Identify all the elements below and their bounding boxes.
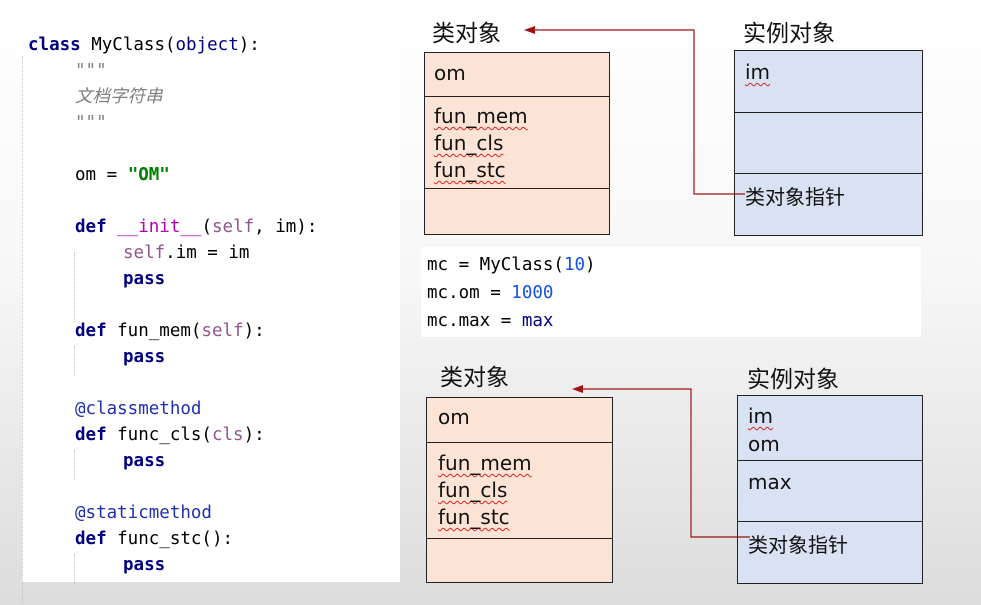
code-line-mem-def: def fun_mem(self): xyxy=(75,318,265,344)
top-class-pointer-arrow xyxy=(524,26,745,195)
indent-guide xyxy=(74,252,75,322)
code-text: ): xyxy=(238,35,260,55)
code-line-docstring-close: """ xyxy=(75,113,107,133)
instance-code-snippet: mc = MyClass(10) mc.om = 1000 mc.max = m… xyxy=(421,247,921,337)
method-label: fun_stc xyxy=(438,505,510,529)
code-text: func_cls( xyxy=(106,425,212,445)
method-label: fun_mem xyxy=(438,451,532,475)
bottom-instance-object-title: 实例对象 xyxy=(747,367,839,393)
code-line-docstring-text: 文档字符串 xyxy=(75,87,163,107)
number-literal: 10 xyxy=(563,255,586,275)
instance-attr-label: im xyxy=(748,404,774,428)
indent-guide xyxy=(74,554,75,584)
code-text: ): xyxy=(243,321,265,341)
code-text: mc.max = xyxy=(427,311,522,331)
section-divider xyxy=(735,173,922,174)
section-divider xyxy=(425,96,609,97)
instance-extra-attr-label: max xyxy=(748,470,792,494)
snippet-line-create: mc = MyClass(10) xyxy=(427,252,596,278)
code-text: func_stc(): xyxy=(106,529,234,549)
keyword: class xyxy=(28,35,81,55)
string-literal: "OM" xyxy=(127,165,170,185)
code-text: mc.om = xyxy=(427,283,512,303)
indent-guide xyxy=(74,450,75,480)
self-param: self xyxy=(201,321,244,341)
code-line-init-body: self.im = im xyxy=(123,240,249,266)
code-line-om-assign: om = "OM" xyxy=(75,162,170,188)
code-line-staticmethod-decorator: @staticmethod xyxy=(75,503,212,523)
code-line-pass: pass xyxy=(123,555,166,575)
code-text: fun_mem( xyxy=(106,321,202,341)
code-line-stc-def: def func_stc(): xyxy=(75,526,233,552)
method-label: fun_stc xyxy=(434,158,506,182)
code-text: ) xyxy=(585,255,596,275)
code-line-docstring-open: """ xyxy=(75,61,107,81)
method-label: fun_cls xyxy=(438,478,508,502)
instance-attr-label: om xyxy=(748,432,780,456)
dunder-name: __init__ xyxy=(117,217,202,237)
code-line-pass: pass xyxy=(123,347,166,367)
bottom-class-object-title: 类对象 xyxy=(440,365,509,391)
top-instance-object-box: im 类对象指针 xyxy=(734,50,923,236)
keyword: def xyxy=(75,529,107,549)
instance-attr-label: im xyxy=(745,60,771,84)
self-param: self xyxy=(212,217,255,237)
code-text: .im = im xyxy=(165,243,250,263)
class-pointer-label: 类对象指针 xyxy=(748,533,848,557)
bottom-instance-object-box: im om max 类对象指针 xyxy=(737,395,923,584)
class-attr-label: om xyxy=(434,61,466,85)
code-panel: class MyClass(object): """ 文档字符串 """ om … xyxy=(22,30,400,604)
section-divider xyxy=(425,188,609,189)
code-text: MyClass( xyxy=(80,35,176,55)
snippet-line-om: mc.om = 1000 xyxy=(427,280,553,306)
indent-guide xyxy=(74,346,75,376)
section-divider xyxy=(427,442,612,443)
section-divider xyxy=(735,112,922,113)
top-instance-object-title: 实例对象 xyxy=(743,21,835,47)
code-text: om = xyxy=(75,165,128,185)
code-text: mc = MyClass( xyxy=(427,255,564,275)
keyword: def xyxy=(75,321,107,341)
self-param: self xyxy=(123,243,166,263)
cls-param: cls xyxy=(211,425,244,445)
code-line-class: class MyClass(object): xyxy=(28,32,260,58)
builtin-name: object xyxy=(175,35,239,55)
code-line-classmethod-decorator: @classmethod xyxy=(75,399,202,419)
code-line-cls-def: def func_cls(cls): xyxy=(75,422,265,448)
snippet-line-max: mc.max = max xyxy=(427,308,553,334)
section-divider xyxy=(427,538,612,539)
code-line-pass: pass xyxy=(123,269,166,289)
indent-guide xyxy=(22,56,23,604)
code-line-init-def: def __init__(self, im): xyxy=(75,214,317,240)
keyword: def xyxy=(75,217,107,237)
code-text: ): xyxy=(243,425,265,445)
section-divider xyxy=(738,460,922,461)
code-line-pass: pass xyxy=(123,451,166,471)
top-class-object-title: 类对象 xyxy=(432,21,501,47)
class-attr-label: om xyxy=(438,405,470,429)
number-literal: 1000 xyxy=(511,283,554,303)
top-class-object-box: om fun_mem fun_cls fun_stc xyxy=(424,52,610,235)
bottom-class-pointer-arrow xyxy=(572,385,750,538)
code-text: ( xyxy=(201,217,212,237)
section-divider xyxy=(738,521,922,522)
bottom-class-object-box: om fun_mem fun_cls fun_stc xyxy=(426,397,613,583)
builtin-name: max xyxy=(521,311,554,331)
method-label: fun_cls xyxy=(434,131,504,155)
class-pointer-label: 类对象指针 xyxy=(745,185,845,209)
method-label: fun_mem xyxy=(434,104,528,128)
keyword: def xyxy=(75,425,107,445)
code-text: , im): xyxy=(254,217,318,237)
